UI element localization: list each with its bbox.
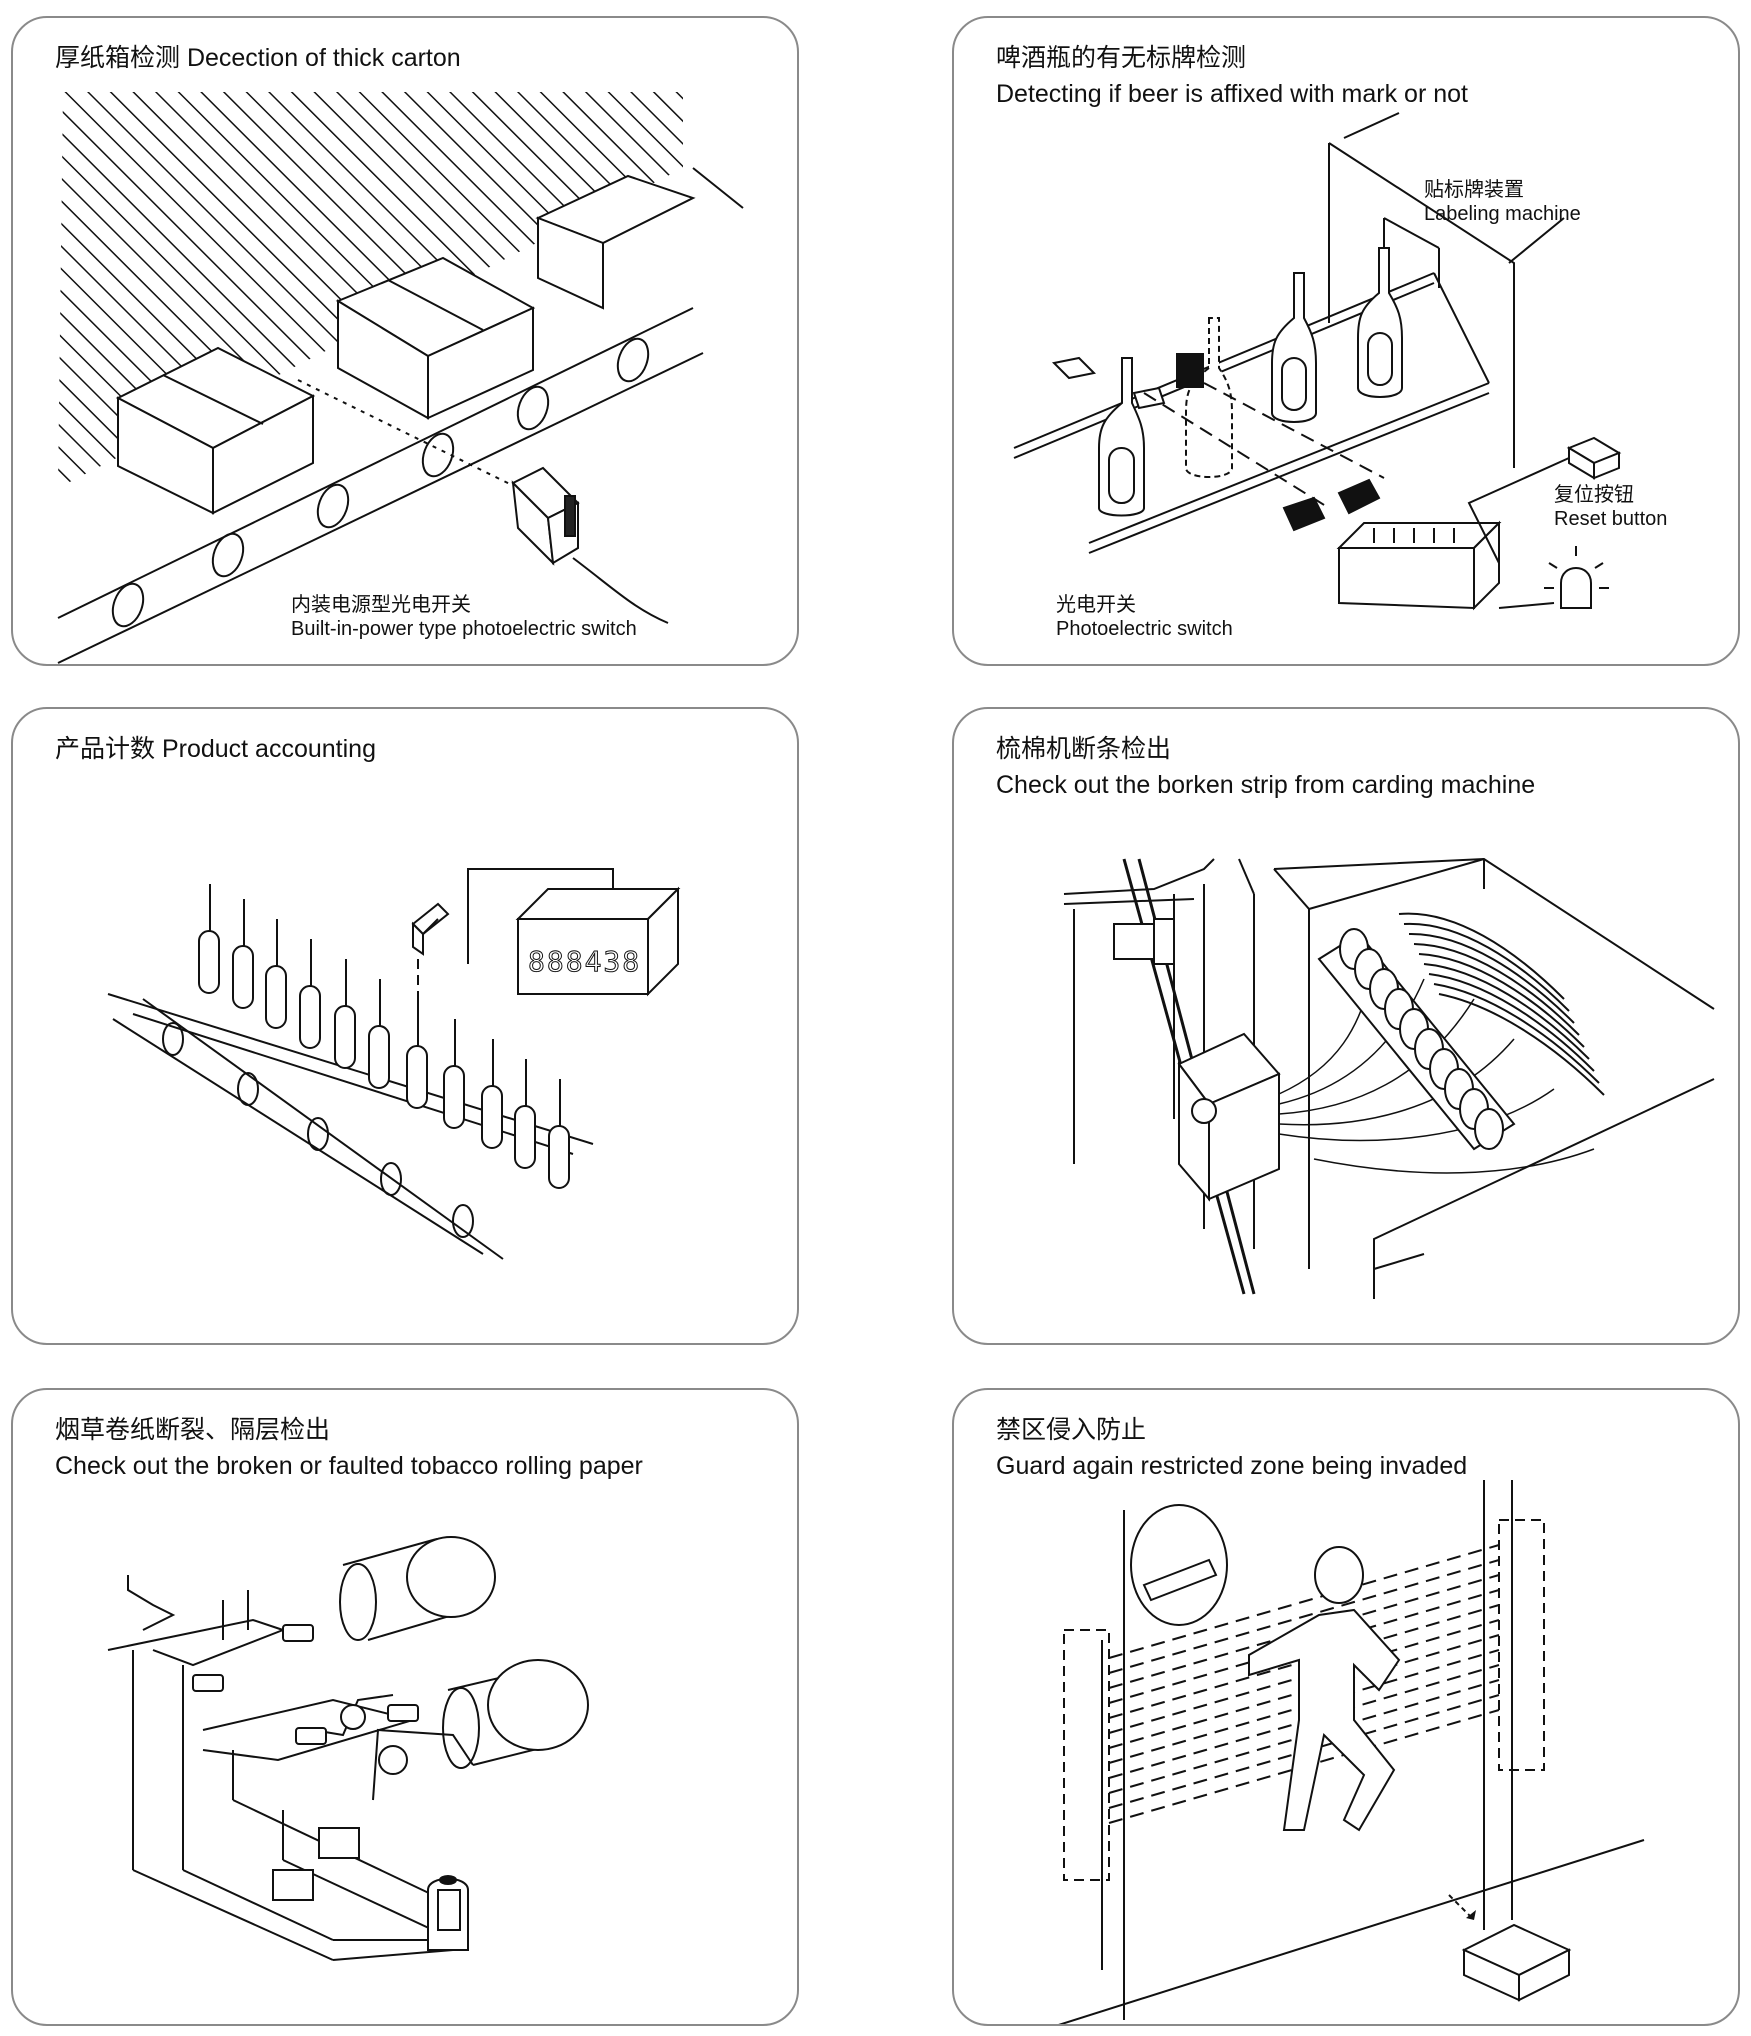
paper-path xyxy=(107,1575,474,1961)
no-entry-sign-icon xyxy=(1130,1504,1228,1626)
counter-digits: 888438 xyxy=(528,945,641,978)
panel-title: 产品计数 Product accounting xyxy=(55,731,376,767)
light-beam xyxy=(297,379,519,489)
label-labeling-machine: 贴标牌装置 Labeling machine xyxy=(1424,178,1581,226)
carton-detection-illustration xyxy=(57,92,744,664)
counting-illustration: 888438 xyxy=(107,868,681,1260)
title-line-2: Check out the borken strip from carding … xyxy=(996,771,1536,799)
carton-box xyxy=(535,174,696,310)
title-line-1: 厚纸箱检测 Decection of thick carton xyxy=(55,44,461,72)
panel-title: 厚纸箱检测 Decection of thick carton xyxy=(55,40,461,76)
conveyor xyxy=(57,167,744,664)
product-items xyxy=(198,884,570,1189)
conveyor xyxy=(1013,272,1490,554)
zone-walls xyxy=(1058,1480,1645,2024)
photoelectric-switch-icon xyxy=(192,1624,419,1901)
coiler-head xyxy=(1177,1032,1281,1202)
panel-product-counting: 产品计数 Product accounting xyxy=(11,707,799,1345)
title-line-1: 梳棉机断条检出 xyxy=(996,735,1172,763)
photoelectric-switch-icon xyxy=(1282,478,1381,532)
label-cn: 复位按钮 xyxy=(1554,484,1634,506)
paper-roll xyxy=(442,1659,589,1769)
panel-tobacco-paper: 烟草卷纸断裂、隔层检出 Check out the broken or faul… xyxy=(11,1388,799,2026)
panel-title: 禁区侵入防止 Guard again restricted zone being… xyxy=(996,1412,1467,1484)
paper-roll xyxy=(339,1536,496,1641)
carton-box xyxy=(115,346,316,515)
panel-thick-carton: 厚纸箱检测 Decection of thick carton xyxy=(11,16,799,666)
label-en: Reset button xyxy=(1554,508,1668,530)
carding-illustration xyxy=(1063,857,1715,1299)
person-icon xyxy=(1248,1546,1401,1832)
panel-beer-label: 啤酒瓶的有无标牌检测 Detecting if beer is affixed … xyxy=(952,16,1740,666)
photoelectric-switch-icon xyxy=(1113,918,1175,965)
title-line-1: 啤酒瓶的有无标牌检测 xyxy=(996,44,1247,72)
doffer-roller xyxy=(1317,928,1516,1151)
title-line-1: 产品计数 Product accounting xyxy=(55,735,376,763)
carton-box xyxy=(335,256,536,420)
title-line-1: 禁区侵入防止 xyxy=(996,1416,1147,1444)
beer-bottle-icon xyxy=(1185,317,1233,478)
title-line-2: Guard again restricted zone being invade… xyxy=(996,1452,1468,1480)
light-curtain-emitter xyxy=(1063,1519,1545,1881)
tobacco-illustration xyxy=(107,1536,589,1961)
cylinder-wires xyxy=(1398,912,1605,1096)
beer-label-illustration xyxy=(1013,112,1622,611)
panel-title: 烟草卷纸断裂、隔层检出 Check out the broken or faul… xyxy=(55,1412,643,1484)
label-cn: 光电开关 xyxy=(1056,594,1136,616)
panel-title: 梳棉机断条检出 Check out the borken strip from … xyxy=(996,731,1535,803)
panel-carding-machine: 梳棉机断条检出 Check out the borken strip from … xyxy=(952,707,1740,1345)
label-photoelectric-switch: 光电开关 Photoelectric switch xyxy=(1056,593,1233,641)
restricted-zone-illustration xyxy=(1058,1480,1645,2024)
label-en: Built-in-power type photoelectric switch xyxy=(291,618,637,640)
label-on-bottle xyxy=(1176,353,1204,388)
cable xyxy=(572,557,669,624)
label-photoelectric-switch: 内装电源型光电开关 Built-in-power type photoelect… xyxy=(291,593,637,641)
controller-unit xyxy=(1336,520,1502,611)
labeling-machine xyxy=(1328,112,1565,468)
label-cn: 贴标牌装置 xyxy=(1424,179,1524,201)
fiber-web xyxy=(1278,958,1595,1174)
title-line-2: Detecting if beer is affixed with mark o… xyxy=(996,80,1468,108)
label-reset-button: 复位按钮 Reset button xyxy=(1554,483,1667,531)
counter-display-unit xyxy=(515,886,681,997)
alarm-lamp-icon xyxy=(1544,546,1609,609)
title-line-1: 烟草卷纸断裂、隔层检出 xyxy=(55,1416,331,1444)
reset-button-icon xyxy=(1566,436,1622,480)
controller-unit xyxy=(1461,1923,1572,2002)
panel-restricted-zone: 禁区侵入防止 Guard again restricted zone being… xyxy=(952,1388,1740,2026)
conveyor xyxy=(107,993,594,1260)
title-line-2: Check out the broken or faulted tobacco … xyxy=(55,1452,643,1480)
label-cn: 内装电源型光电开关 xyxy=(291,594,471,616)
photoelectric-switch-icon xyxy=(511,466,580,566)
controller-unit xyxy=(427,1875,469,1951)
photoelectric-switch-icon xyxy=(1051,356,1166,410)
label-en: Photoelectric switch xyxy=(1056,618,1233,640)
panel-title: 啤酒瓶的有无标牌检测 Detecting if beer is affixed … xyxy=(996,40,1468,112)
label-en: Labeling machine xyxy=(1424,203,1581,225)
